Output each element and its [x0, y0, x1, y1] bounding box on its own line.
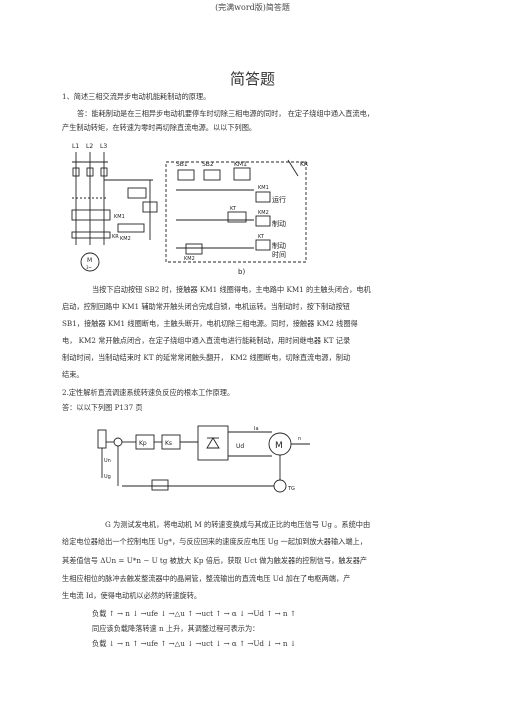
- page-header: (完满word版)简答题: [215, 3, 290, 12]
- label-ia: Ia: [254, 426, 259, 432]
- answer-1-line2: 产生制动转矩，在转速为零时再切除直流电源。以以下列图。: [62, 123, 257, 132]
- q2-exp-line2: 给定电位器给出一个控制电压 Ug*，与反应回来的速度反应电压 Ug 一起加到放大…: [62, 537, 367, 546]
- label-brake: 制动: [272, 219, 286, 228]
- label-tg: TG: [287, 486, 295, 492]
- page-title: 简答题: [229, 70, 275, 88]
- q1-exp-line6: 结束。: [62, 370, 84, 379]
- q1-exp-line5: 制动时间，当制动结束时 KT 的延常常闭触头翻开， KM2 线圈断电，切除直流电…: [62, 353, 351, 362]
- label-km1-main: KM1: [114, 214, 125, 220]
- q2-exp-line7: 同应该负载降落转速 n 上升，其调整过程可表示为：: [92, 624, 260, 633]
- label-kr-main: KR: [112, 234, 119, 240]
- label-motor-sub: 3~: [86, 265, 92, 270]
- label-km2-bottom: KM2: [184, 256, 195, 262]
- label-kr: KR: [300, 161, 308, 168]
- label-sb2: SB2: [202, 161, 214, 168]
- q2-exp-line3: 其差值信号 ΔUn = U*n − U tg 被放大 Kp 倍后，获取 Uct …: [62, 556, 368, 565]
- q1-exp-line3: SB1，接触器 KM1 线圈断电，主触头断开，电机切除三相电源。同时，接触器 K…: [62, 319, 358, 328]
- label-l1: L1: [72, 143, 79, 150]
- label-brake-time-1: 制动: [272, 241, 286, 250]
- label-l3: L3: [100, 143, 107, 150]
- label-m: M: [275, 441, 283, 451]
- q1-exp-line4: 电， KM2 常开触点闭合，在定子绕组中通入直流电进行能耗制动，用时间继电器 K…: [62, 336, 351, 345]
- label-n: n: [298, 436, 301, 442]
- q2-exp-line8: 负载 ↓ → n ↑ →ufe ↑ →△u ↓ →uct ↓ → α ↑ →Ud…: [92, 639, 296, 648]
- answer-1-line1: 答：能耗制动是在三相异步电动机要停车时切除三相电源的同时， 在定子绕组中通入直流…: [77, 109, 374, 118]
- braking-circuit-figure: L1 L2 L3 KM1 KR M 3~ KM2 SB1 SB2 KM1 KR …: [71, 143, 308, 276]
- label-l2: L2: [86, 143, 93, 150]
- q1-exp-line2: 启动，控制回路中 KM1 辅助常开触头闭合完成自锁，电机运转。当制动时，按下制动…: [62, 302, 350, 311]
- label-kt-contact: KT: [230, 206, 237, 212]
- label-kt-coil: KT: [258, 234, 265, 240]
- label-run: 运行: [272, 195, 286, 204]
- label-ug: Ug: [104, 474, 111, 480]
- label-km2-main: KM2: [120, 236, 131, 242]
- label-km1-coil: KM1: [258, 185, 269, 191]
- label-b: b): [238, 268, 245, 276]
- label-brake-time-2: 时间: [272, 250, 286, 259]
- question-1: 1、简述三相交流异步电动机能耗制动的原理。: [62, 92, 211, 101]
- label-motor: M: [87, 257, 92, 264]
- label-un: Un: [104, 458, 111, 464]
- label-km1-top: KM1: [234, 161, 247, 168]
- q2-exp-line6: 负载 ↑ → n ↓ →ufe ↓ →△u ↑ →uct ↑ → α ↓ →Ud…: [92, 609, 296, 618]
- label-sb1: SB1: [176, 161, 188, 168]
- label-km2-coil: KM2: [258, 210, 269, 216]
- question-2: 2.定性解析直流调速系统转速负反应的根本工作原理。: [62, 388, 235, 397]
- q1-exp-line1: 当按下启动按钮 SB2 时，接触器 KM1 线圈得电，主电路中 KM1 的主触头…: [92, 285, 371, 294]
- q2-exp-line1: G 为测试发电机，将电动机 M 的转速变换成与其成正比的电压信号 Ug 。系统中…: [105, 520, 371, 529]
- label-ud: Ud: [236, 443, 244, 450]
- answer-2: 答：以以下列图 P137 页: [62, 403, 143, 412]
- dc-speed-control-figure: Kp Ks Ud Ia M n TG Un Ug: [97, 425, 310, 493]
- label-ks: Ks: [165, 440, 172, 447]
- label-kp: Kp: [139, 440, 147, 447]
- q2-exp-line4: 生相应相位的脉冲去触发整流器中的晶闸管，整流输出的直流电压 Ud 加在了电枢两端…: [62, 574, 351, 583]
- q2-exp-line5: 生电流 Id，使得电动机以必然的转速旋转。: [62, 591, 202, 600]
